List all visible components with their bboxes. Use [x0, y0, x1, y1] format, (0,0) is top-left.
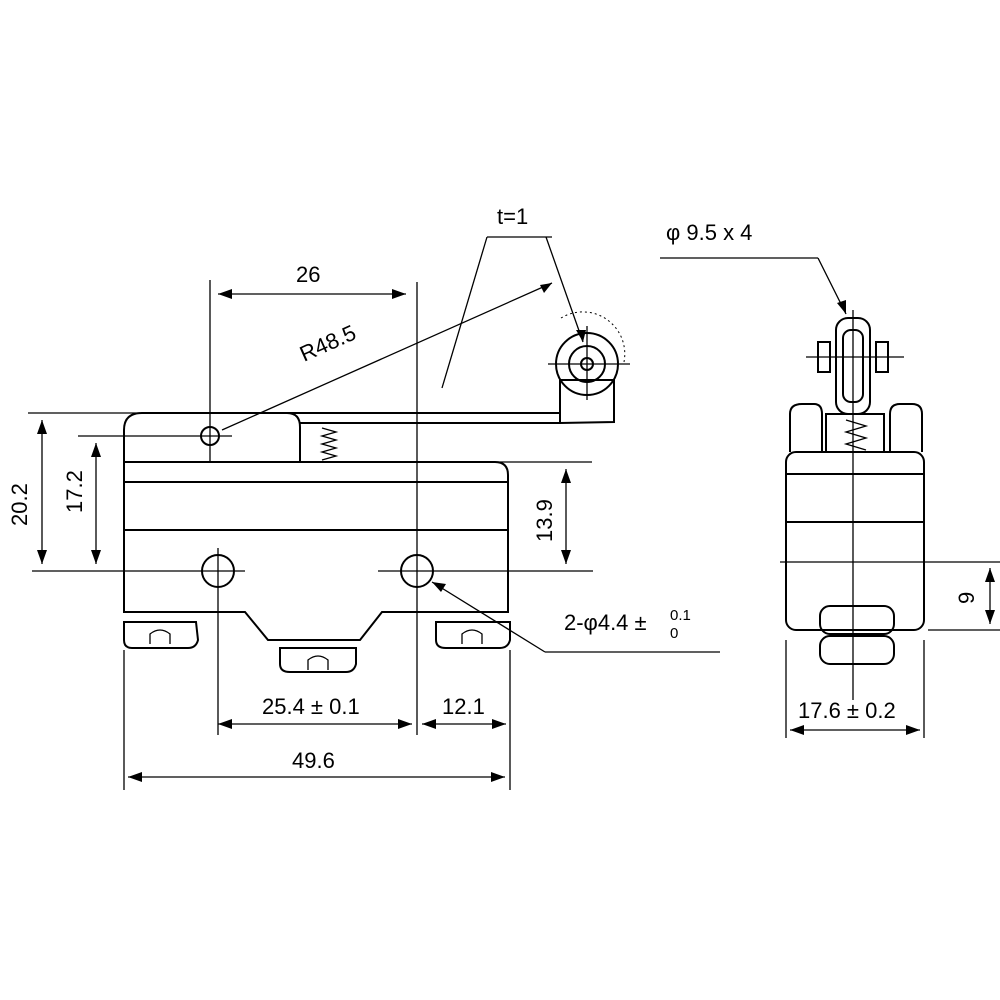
- label-25-4: 25.4 ± 0.1: [262, 694, 360, 719]
- terminal-left-slot: [149, 629, 171, 644]
- dim-25-4-arrow-right: [398, 719, 412, 729]
- mount-hole-leader-arrow: [432, 582, 446, 592]
- dim-17-2-arrow-bottom: [91, 550, 101, 564]
- mount-hole-leader: [431, 581, 546, 653]
- side-frame-left: [789, 403, 823, 452]
- terminal-center-slot: [307, 655, 329, 670]
- label-49-6: 49.6: [292, 748, 335, 773]
- radius-leader: [221, 282, 553, 431]
- radius-arrow: [540, 283, 552, 293]
- label-17-2: 17.2: [62, 470, 87, 513]
- lever-arm: [287, 412, 561, 424]
- spring: [319, 427, 339, 461]
- dim-17-6-arrow-left: [790, 725, 804, 735]
- terminal-right: [435, 621, 511, 649]
- side-body: [785, 451, 925, 631]
- thickness-leader-left: [441, 236, 488, 389]
- housing-top: [123, 412, 301, 463]
- label-thickness: t=1: [497, 204, 528, 229]
- label-17-6: 17.6 ± 0.2: [798, 698, 896, 723]
- terminal-right-slot: [461, 629, 483, 644]
- label-26: 26: [296, 262, 320, 287]
- side-spring: [843, 419, 869, 451]
- dim-13-9-arrow-top: [561, 469, 571, 483]
- housing-top-shoulder: [300, 461, 509, 476]
- dim-20-2-arrow-top: [37, 420, 47, 434]
- dim-13-9-arrow-bottom: [561, 550, 571, 564]
- thickness-leader-right: [545, 236, 584, 343]
- side-terminal-upper: [819, 605, 895, 635]
- terminal-center: [279, 647, 357, 673]
- label-12-1: 12.1: [442, 694, 485, 719]
- thickness-arrow: [576, 330, 586, 342]
- dim-49-6-arrow-left: [128, 772, 142, 782]
- dim-12-1-arrow-right: [492, 719, 506, 729]
- dim-17-6-arrow-right: [906, 725, 920, 735]
- side-terminal-lower: [819, 635, 895, 665]
- housing-body: [123, 462, 509, 641]
- side-view: φ 9.5 x 4 9 17.6 ± 0.2: [660, 220, 1000, 738]
- dim-49-6-arrow-right: [491, 772, 505, 782]
- label-13-9: 13.9: [532, 499, 557, 542]
- label-9: 9: [954, 592, 979, 604]
- label-mount-hole: 2-φ4.4 ±: [564, 610, 647, 635]
- front-view: t=1 26 R48.5 20.2 17.2 13.9 25.4 ± 0.1 1…: [7, 204, 720, 790]
- label-radius: R48.5: [296, 320, 360, 367]
- dim-26-arrow-right: [392, 289, 406, 299]
- label-mount-hole-tol-lower: 0: [670, 625, 678, 642]
- side-frame-right: [889, 403, 923, 452]
- dim-25-4-arrow-left: [218, 719, 232, 729]
- label-mount-hole-tol-upper: 0.1: [670, 607, 691, 624]
- label-roller-size: φ 9.5 x 4: [666, 220, 752, 245]
- roller-leader-arrow: [837, 300, 846, 314]
- dim-26-arrow-left: [218, 289, 232, 299]
- dim-20-2-arrow-bottom: [37, 550, 47, 564]
- dim-9-arrow-top: [985, 568, 995, 582]
- label-20-2: 20.2: [7, 483, 32, 526]
- terminal-left: [123, 621, 200, 649]
- dim-17-2-arrow-top: [91, 443, 101, 457]
- dim-12-1-arrow-left: [422, 719, 436, 729]
- dim-9-arrow-bottom: [985, 610, 995, 624]
